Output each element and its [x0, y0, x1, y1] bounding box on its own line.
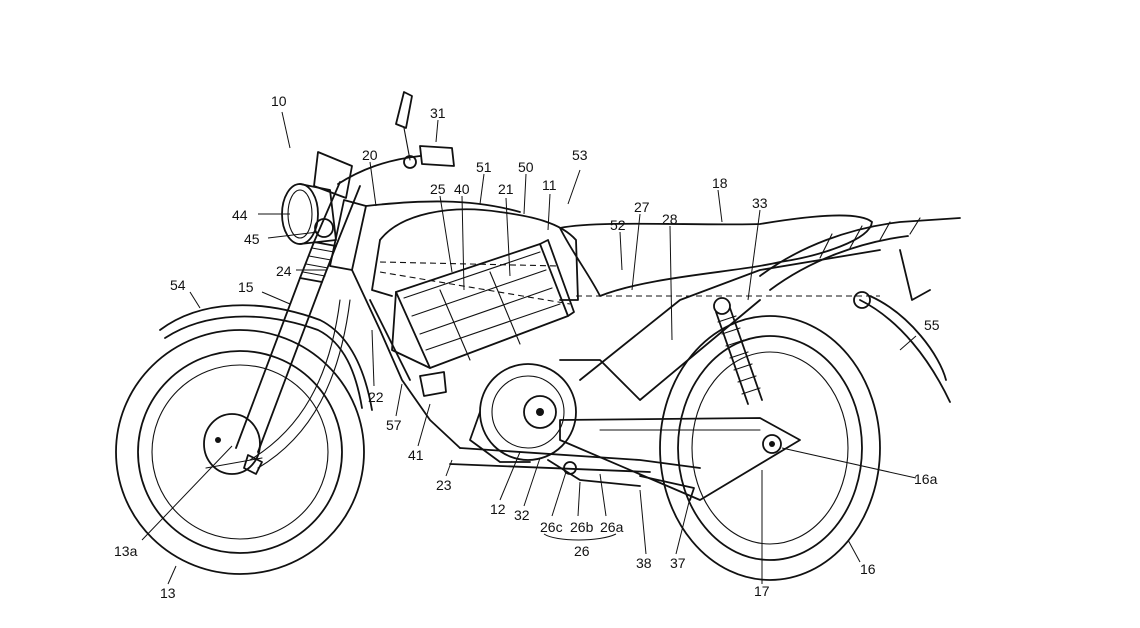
label-53: 53	[572, 147, 588, 163]
label-18: 18	[712, 175, 728, 191]
label-11: 11	[542, 177, 557, 193]
rear-carrier	[759, 217, 961, 309]
reference-labels: 10 31 20 53 51 50 40 21 11 25 18 27 52 2…	[114, 93, 940, 601]
label-27: 27	[634, 199, 650, 215]
label-50: 50	[518, 159, 534, 175]
seat	[559, 214, 873, 297]
label-28: 28	[662, 211, 678, 227]
front-wheel	[115, 329, 365, 575]
label-33: 33	[752, 195, 768, 211]
drive-motor	[469, 363, 577, 463]
battery-case	[391, 239, 575, 369]
label-26: 26	[574, 543, 590, 559]
label-32: 32	[514, 507, 530, 523]
label-24: 24	[276, 263, 292, 279]
label-12: 12	[490, 501, 506, 517]
label-13: 13	[160, 585, 176, 601]
label-52: 52	[610, 217, 626, 233]
rear-wheel	[659, 315, 881, 581]
rear-shock	[713, 297, 763, 405]
handlebar	[337, 91, 455, 185]
label-26b: 26b	[570, 519, 594, 535]
label-26a: 26a	[600, 519, 624, 535]
label-31: 31	[430, 105, 446, 121]
label-37: 37	[670, 555, 686, 571]
label-25: 25	[430, 181, 446, 197]
label-17: 17	[754, 583, 770, 599]
label-13a: 13a	[114, 543, 138, 559]
label-26c: 26c	[540, 519, 563, 535]
side-stand	[547, 459, 695, 501]
label-23: 23	[436, 477, 452, 493]
label-10: 10	[271, 93, 287, 109]
label-15: 15	[238, 279, 254, 295]
label-21: 21	[498, 181, 514, 197]
main-frame	[329, 199, 881, 473]
label-20: 20	[362, 147, 378, 163]
front-fender	[159, 304, 373, 411]
label-51: 51	[476, 159, 492, 175]
label-22: 22	[368, 389, 384, 405]
front-fork	[205, 181, 361, 475]
label-16a: 16a	[914, 471, 938, 487]
label-55: 55	[924, 317, 940, 333]
label-41: 41	[408, 447, 424, 463]
label-40: 40	[454, 181, 470, 197]
label-45: 45	[244, 231, 260, 247]
label-54: 54	[170, 277, 186, 293]
leader-lines	[141, 111, 917, 585]
tank-cover	[371, 208, 880, 305]
label-38: 38	[636, 555, 652, 571]
rear-fender	[859, 295, 951, 403]
label-44: 44	[232, 207, 248, 223]
cables	[249, 299, 447, 469]
label-16: 16	[860, 561, 876, 577]
label-57: 57	[386, 417, 402, 433]
